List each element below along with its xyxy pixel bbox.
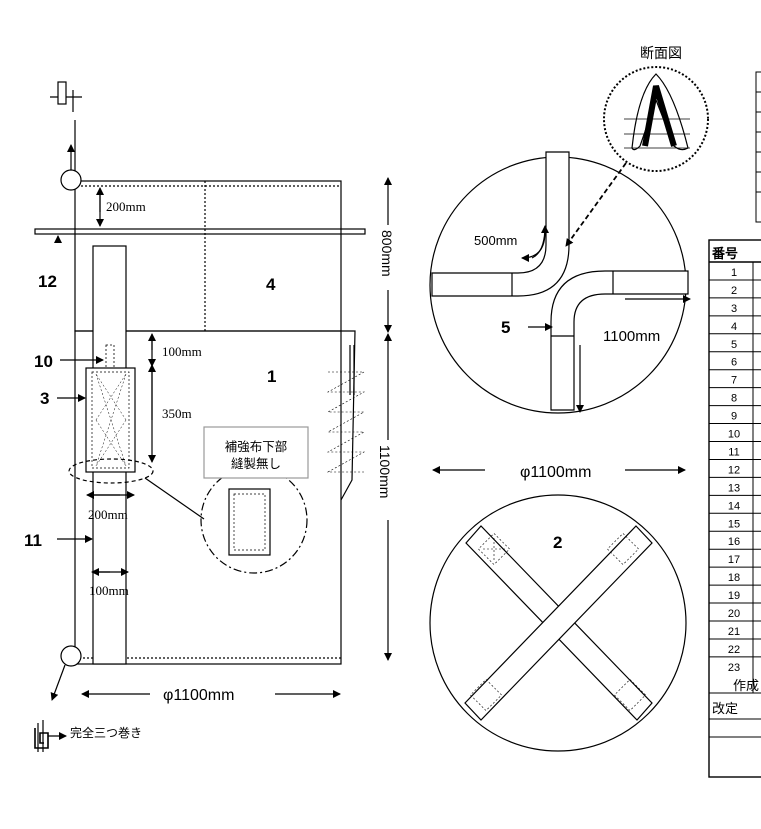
- table-row-number: 5: [731, 339, 737, 351]
- table-row-number: 13: [728, 482, 740, 494]
- bottom-ring: [60, 645, 82, 667]
- reinforce-note-box: [203, 426, 309, 479]
- label-5: 5: [501, 318, 510, 337]
- table-row-number: 8: [731, 393, 737, 405]
- table-row-number: 12: [728, 464, 740, 476]
- dim-diameter-side: φ1100mm: [163, 687, 234, 704]
- right-stitch-zigzag: [326, 371, 366, 473]
- table-row-number: 4: [731, 321, 737, 333]
- dim-top-flap: 200mm: [106, 199, 146, 214]
- bag-body: [74, 330, 342, 665]
- triple-roll-note: 完全三つ巻き: [70, 725, 142, 740]
- dim-diameter-top: φ1100mm: [520, 464, 591, 481]
- reinforce-note-line1: 補強布下部: [225, 439, 288, 454]
- dim-100-lower: 100mm: [89, 583, 129, 598]
- table-row-number: 19: [728, 590, 740, 602]
- top-view: [429, 66, 709, 474]
- table-footer-created: 作成: [733, 678, 759, 693]
- front-dimensions: [54, 177, 392, 698]
- table-row-number: 9: [731, 411, 737, 423]
- label-3: 3: [40, 389, 49, 408]
- table-header: 番号: [711, 246, 738, 261]
- dim-200: 200mm: [88, 507, 128, 522]
- dim-350: 350m: [162, 406, 192, 421]
- table-row-number: 23: [728, 662, 740, 674]
- dim-1100-height: 1100mm: [377, 445, 393, 498]
- top-ring: [60, 169, 82, 191]
- table-footer-revised: 改定: [712, 701, 738, 716]
- reinforce-sleeve: [85, 367, 136, 473]
- table-row-number: 22: [728, 644, 740, 656]
- table-row-number: 15: [728, 518, 740, 530]
- parts-table: [708, 71, 761, 778]
- label-10: 10: [34, 352, 53, 371]
- right-skirt: [340, 330, 356, 501]
- label-4: 4: [266, 275, 276, 294]
- labels: 4 1 12 10 3 11 2 5 200mm 100mm 350m 200m…: [24, 45, 759, 740]
- section-title: 断面図: [640, 45, 682, 61]
- flange-bar: [34, 228, 366, 235]
- dim-100-upper: 100mm: [162, 344, 202, 359]
- table-row-number: 20: [728, 608, 740, 620]
- dim-800: 800mm: [379, 230, 395, 277]
- dim-1100-belt: 1100mm: [603, 328, 660, 345]
- table-row-number: 17: [728, 554, 740, 566]
- table-row-number: 11: [728, 446, 739, 458]
- table-row-number: 3: [731, 303, 737, 315]
- table-row-number: 7: [731, 375, 737, 387]
- label-12: 12: [38, 272, 57, 291]
- label-11: 11: [24, 531, 42, 550]
- label-2: 2: [553, 533, 562, 552]
- table-row-number: 21: [728, 626, 740, 638]
- belt-corner-left: [431, 151, 570, 297]
- bottom-view: [429, 494, 687, 752]
- bottom-belt-2: [464, 525, 653, 721]
- label-1: 1: [267, 367, 276, 386]
- table-row-number: 6: [731, 357, 737, 369]
- table-row-number: 10: [728, 429, 740, 441]
- dim-500: 500mm: [474, 233, 517, 248]
- reinforce-note-line2: 縫製無し: [231, 456, 281, 471]
- table-row-number: 1: [731, 267, 737, 279]
- table-row-number: 18: [728, 572, 740, 584]
- bag-front-view: [34, 81, 366, 752]
- table-row-number: 16: [728, 536, 740, 548]
- table-row-number: 14: [728, 500, 740, 512]
- table-row-number: 2: [731, 285, 737, 297]
- detail-callout-ellipse: [68, 458, 154, 484]
- belt-corner-right: [550, 270, 689, 411]
